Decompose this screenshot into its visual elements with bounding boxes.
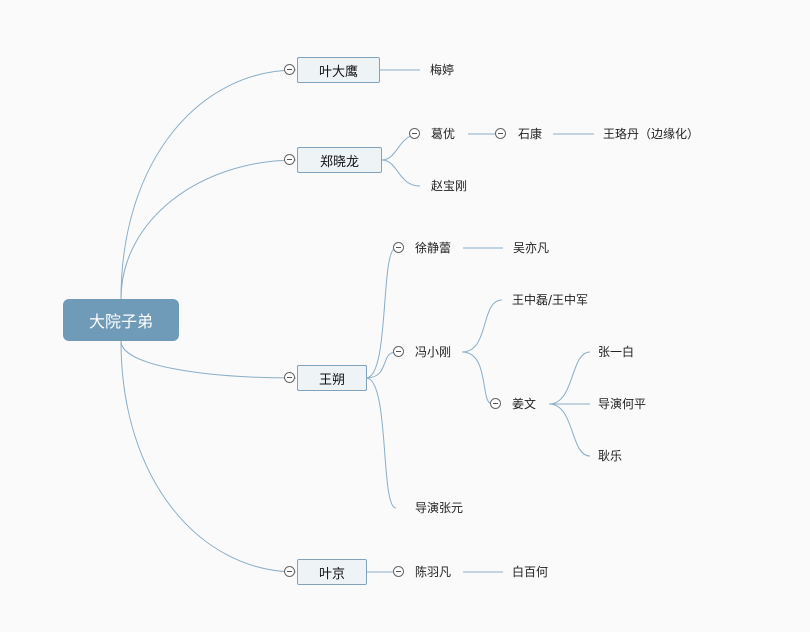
branch-wang-shuo[interactable]: 王朔 — [297, 365, 367, 391]
node-jiang-wen[interactable]: 姜文 — [512, 397, 537, 411]
connector — [120, 69, 297, 300]
node-geng-le[interactable]: 耿乐 — [598, 449, 623, 463]
connector — [461, 299, 503, 353]
node-chen-yufan[interactable]: 陈羽凡 — [415, 565, 452, 579]
collapse-toggle-icon[interactable] — [284, 566, 295, 577]
connector — [365, 351, 397, 379]
node-zhao-baogang[interactable]: 赵宝刚 — [431, 179, 468, 193]
node-wang-zhonglei[interactable]: 王中磊/王中军 — [512, 293, 589, 307]
connector — [365, 377, 397, 509]
connector — [120, 159, 297, 300]
connector — [365, 247, 397, 379]
collapse-toggle-icon[interactable] — [284, 372, 295, 383]
collapse-toggle-icon[interactable] — [495, 128, 506, 139]
node-he-ping[interactable]: 导演何平 — [598, 397, 647, 411]
node-zhang-yuan[interactable]: 导演张元 — [415, 501, 464, 515]
branch-zheng-xiaolong[interactable]: 郑晓龙 — [297, 147, 382, 173]
collapse-toggle-icon[interactable] — [284, 154, 295, 165]
connector — [120, 340, 297, 379]
connector — [381, 159, 421, 187]
collapse-toggle-icon[interactable] — [393, 242, 404, 253]
node-wu-yifan[interactable]: 吴亦凡 — [513, 241, 550, 255]
collapse-toggle-icon[interactable] — [490, 398, 501, 409]
node-feng-xiaogang[interactable]: 冯小刚 — [415, 345, 452, 359]
node-xu-jinglei[interactable]: 徐静蕾 — [415, 241, 452, 255]
node-ge-you[interactable]: 葛优 — [431, 127, 456, 141]
node-mei-ting[interactable]: 梅婷 — [430, 63, 455, 77]
connector — [120, 340, 297, 573]
collapse-toggle-icon[interactable] — [393, 566, 404, 577]
collapse-toggle-icon[interactable] — [393, 346, 404, 357]
root-node[interactable]: 大院子弟 — [63, 299, 179, 341]
connector — [548, 403, 591, 457]
connector — [461, 351, 493, 405]
connector — [548, 351, 591, 405]
node-shi-kang[interactable]: 石康 — [518, 127, 543, 141]
branch-ye-jing[interactable]: 叶京 — [297, 559, 367, 585]
collapse-toggle-icon[interactable] — [409, 128, 420, 139]
node-bai-baihe[interactable]: 白百何 — [512, 565, 549, 579]
collapse-toggle-icon[interactable] — [284, 64, 295, 75]
branch-ye-daying[interactable]: 叶大鹰 — [297, 57, 380, 83]
node-zhang-yibai[interactable]: 张一白 — [598, 345, 635, 359]
node-wang-luodan[interactable]: 王珞丹（边缘化） — [603, 127, 700, 141]
